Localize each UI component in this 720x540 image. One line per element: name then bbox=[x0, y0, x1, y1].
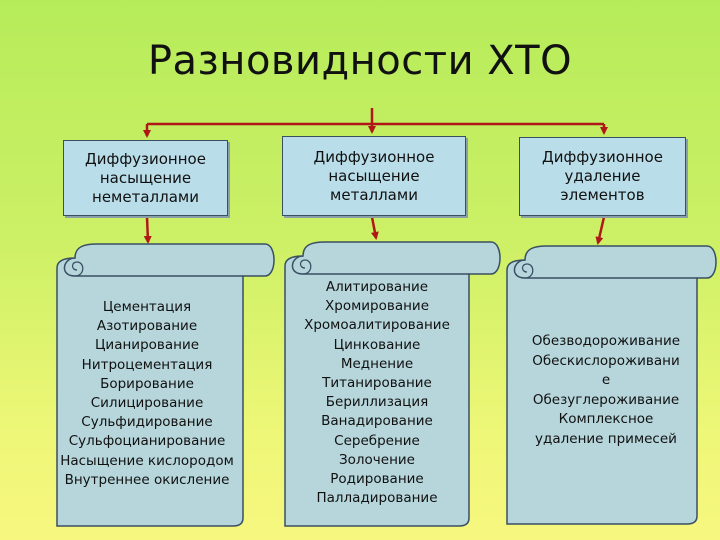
list-item: Комплексное bbox=[558, 411, 654, 427]
scroll-shape-metals bbox=[284, 241, 501, 527]
process-list-removal: Обезводороживание Обескислороживани е Об… bbox=[506, 332, 706, 449]
list-item: Хромоалитирование bbox=[304, 317, 450, 334]
list-item: Меднение bbox=[340, 355, 414, 372]
list-item: Палладирование bbox=[316, 490, 438, 507]
scroll-shape-nonmetals bbox=[56, 243, 275, 527]
list-item: Золочение bbox=[339, 451, 415, 468]
category-label: Диффузионное насыщение неметаллами bbox=[85, 149, 206, 206]
list-item: Цементация bbox=[102, 299, 192, 315]
category-box-metals: Диффузионное насыщение металлами bbox=[282, 136, 466, 216]
list-item: удаление примесей bbox=[535, 430, 677, 447]
list-item: Нитроцементация bbox=[81, 356, 213, 373]
list-item: е bbox=[601, 372, 611, 388]
list-item: Хромирование bbox=[325, 298, 429, 315]
list-item: Серебрение bbox=[334, 432, 420, 449]
scroll-shape-removal bbox=[506, 245, 717, 525]
slide-title: Разновидности ХТО bbox=[147, 38, 573, 84]
list-item: Сульфоцианирование bbox=[68, 433, 226, 450]
process-list-nonmetals: Цементация Азотирование Цианирование Нит… bbox=[48, 298, 246, 490]
process-list-metals: Алитирование Хромирование Хромоалитирова… bbox=[285, 278, 469, 508]
list-item: Борирование bbox=[100, 375, 194, 392]
category-label: Диффузионное удаление элементов bbox=[542, 148, 663, 204]
list-item: Сульфидирование bbox=[81, 414, 213, 431]
list-item: Внутреннее окисление bbox=[64, 471, 230, 488]
category-box-nonmetals: Диффузионное насыщение неметаллами bbox=[63, 140, 228, 216]
list-item: Насыщение кислородом bbox=[60, 452, 234, 469]
category-box-removal: Диффузионное удаление элементов bbox=[519, 137, 686, 216]
category-label: Диффузионное насыщение металлами bbox=[313, 147, 435, 204]
list-item: Силицирование bbox=[90, 395, 204, 412]
list-item: Цианирование bbox=[94, 337, 200, 354]
list-item: Обескислороживани bbox=[532, 352, 680, 369]
list-item: Обезводороживание bbox=[531, 333, 681, 349]
list-item: Обезуглероживание bbox=[532, 391, 680, 408]
list-item: Титанирование bbox=[322, 375, 432, 392]
list-item: Алитирование bbox=[325, 279, 429, 295]
list-item: Родирование bbox=[330, 471, 424, 488]
list-item: Азотирование bbox=[96, 318, 198, 335]
list-item: Цинкование bbox=[333, 336, 421, 353]
list-item: Ванадирование bbox=[321, 413, 433, 430]
list-item: Бериллизация bbox=[325, 394, 429, 411]
